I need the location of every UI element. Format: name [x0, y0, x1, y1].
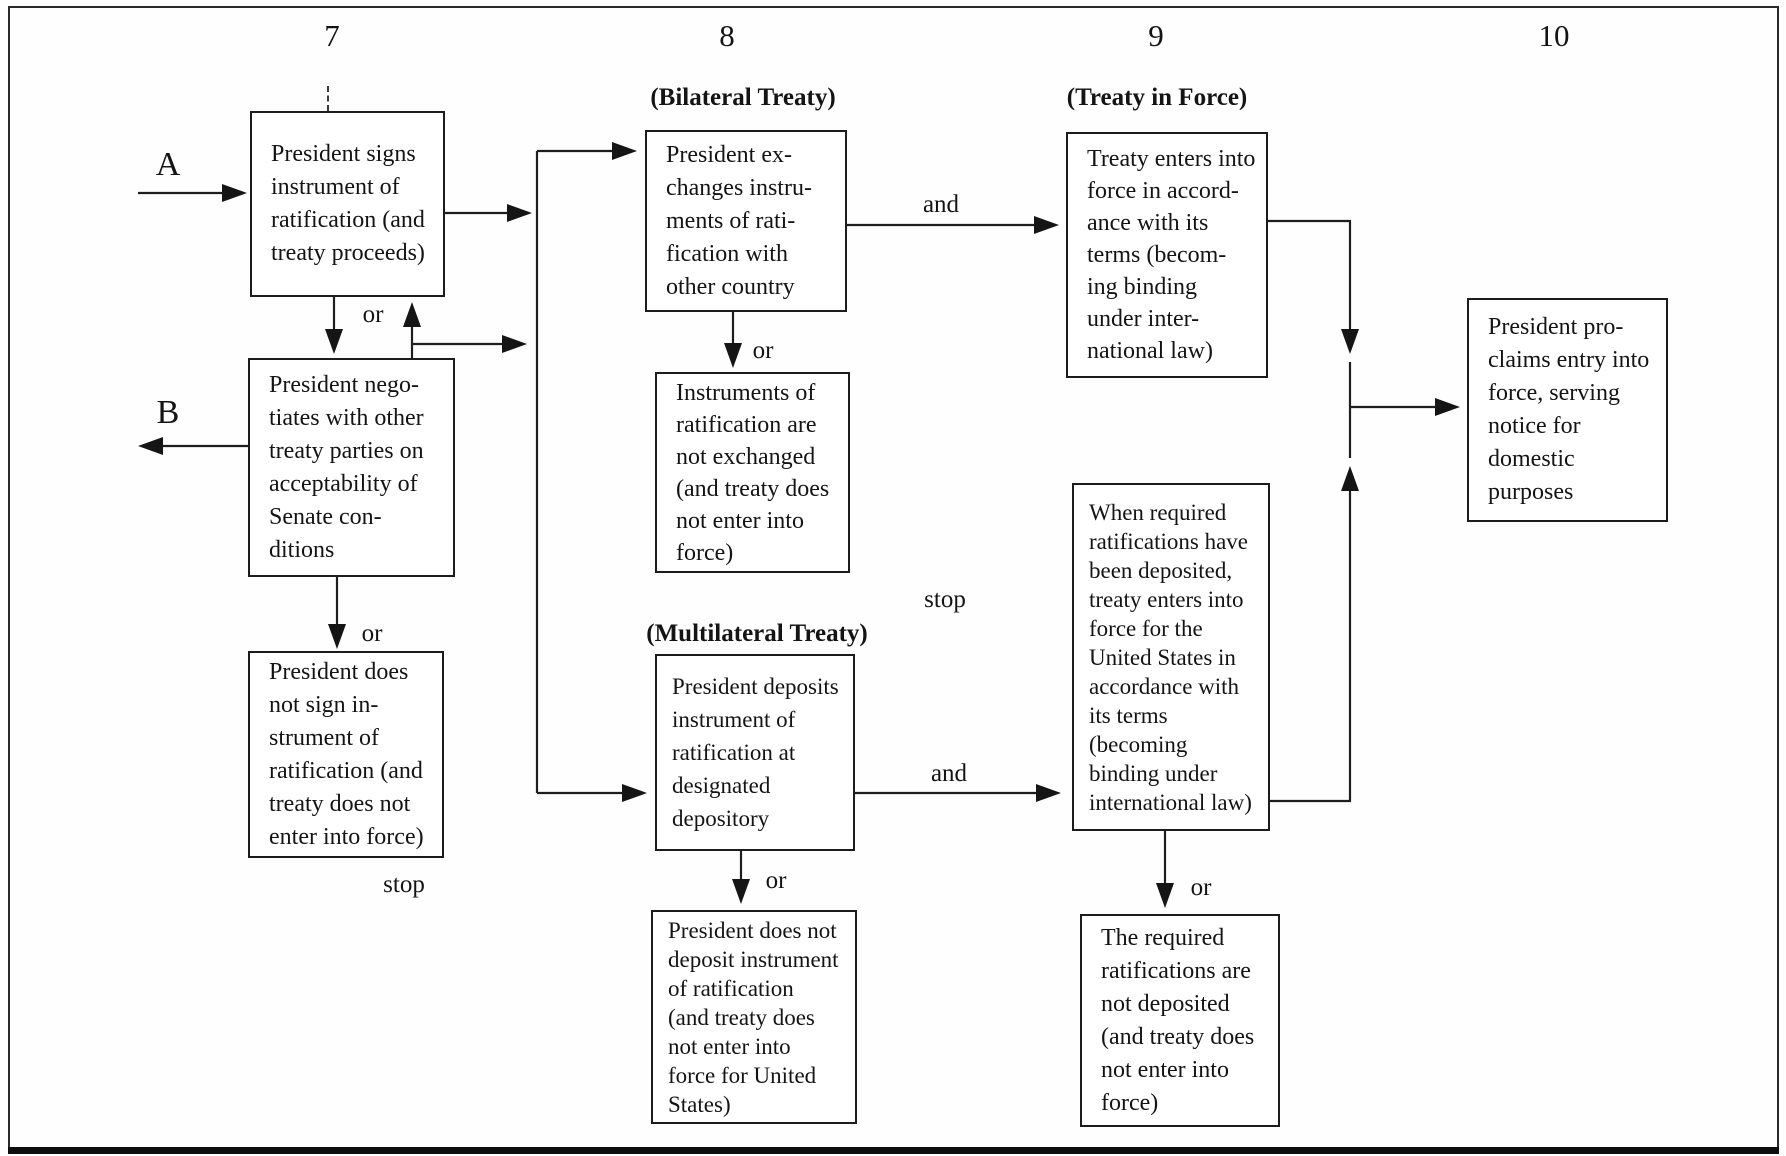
label-or-signs-loop: or: [362, 301, 384, 328]
label-stop-not-sign: stop: [383, 871, 425, 898]
dotted-continuation-mark: [327, 86, 329, 111]
label-or-required-down: or: [1190, 874, 1212, 901]
column-header-9: 9: [1148, 18, 1164, 53]
label-and-bilateral: and: [922, 191, 960, 218]
label-or-negotiates-down: or: [361, 620, 383, 647]
box-when-required-ratifications: When required ratifications have been de…: [1072, 483, 1270, 831]
box-instruments-not-exchanged: Instruments of ratification are not exch…: [655, 372, 850, 573]
box-treaty-enters-force: Treaty enters into force in accord- ance…: [1066, 132, 1268, 378]
box-president-not-sign-text: President does not sign in- strument of …: [269, 658, 424, 850]
caption-bilateral-treaty: (Bilateral Treaty): [650, 84, 836, 111]
box-treaty-enters-force-text: Treaty enters into force in accord- ance…: [1087, 146, 1256, 364]
box-president-deposits-text: President deposits instrument of ratific…: [672, 674, 839, 831]
box-president-exchanges-text: President ex- changes instru- ments of r…: [666, 141, 812, 300]
box-ratifications-not-deposited: The required ratifications are not depos…: [1080, 914, 1280, 1127]
box-instruments-not-exchanged-text: Instruments of ratification are not exch…: [676, 379, 830, 566]
box-president-not-deposit-text: President does not deposit instrument of…: [668, 917, 839, 1117]
box-president-signs-text: President signs instrument of ratificati…: [271, 141, 425, 266]
box-president-exchanges: President ex- changes instru- ments of r…: [645, 130, 847, 312]
column-header-8: 8: [719, 18, 735, 53]
box-president-deposits: President deposits instrument of ratific…: [655, 654, 855, 851]
label-b: B: [156, 394, 180, 431]
column-header-7: 7: [324, 18, 340, 53]
box-ratifications-not-deposited-text: The required ratifications are not depos…: [1101, 924, 1255, 1116]
bottom-rule: [8, 1147, 1779, 1154]
box-president-proclaims-text: President pro- claims entry into force, …: [1488, 314, 1650, 505]
caption-multilateral-treaty: (Multilateral Treaty): [646, 620, 868, 647]
box-president-signs: President signs instrument of ratificati…: [250, 111, 445, 297]
label-stop-not-exchanged: stop: [924, 586, 966, 613]
column-header-10: 10: [1538, 18, 1570, 53]
box-president-negotiates-text: President nego- tiates with other treaty…: [269, 371, 424, 563]
box-president-not-deposit: President does not deposit instrument of…: [651, 910, 857, 1124]
box-president-proclaims: President pro- claims entry into force, …: [1467, 298, 1668, 522]
label-a: A: [155, 146, 181, 183]
caption-treaty-in-force: (Treaty in Force): [1066, 84, 1248, 111]
label-or-exchanges-down: or: [752, 337, 774, 364]
label-and-multilateral: and: [930, 760, 968, 787]
box-president-negotiates: President nego- tiates with other treaty…: [248, 358, 455, 577]
label-or-deposits-down: or: [765, 867, 787, 894]
box-president-not-sign: President does not sign in- strument of …: [248, 651, 444, 858]
box-when-required-ratifications-text: When required ratifications have been de…: [1089, 499, 1252, 815]
